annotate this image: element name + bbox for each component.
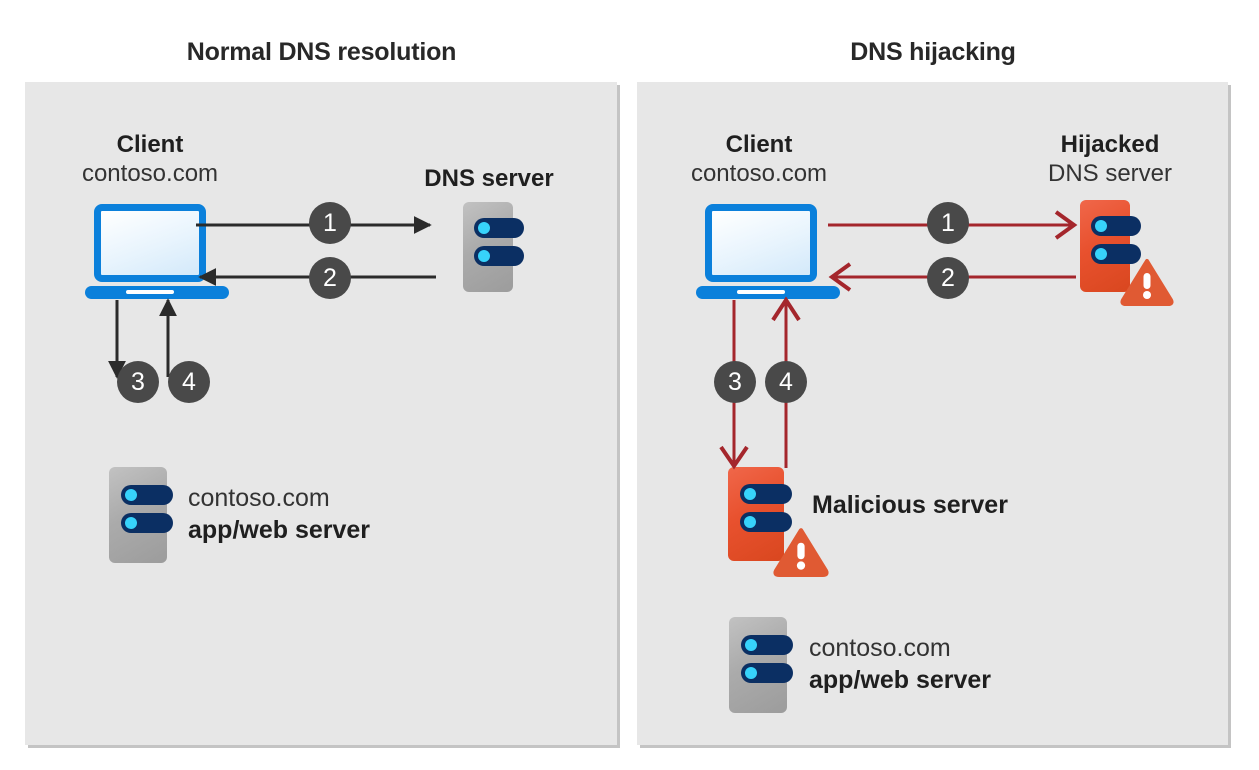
laptop-trackpad-notch: [737, 290, 785, 294]
server-drive-slot-1: [740, 484, 792, 504]
server-status-dot: [1095, 220, 1107, 232]
right-hijacked-dns-server-subtitle: DNS server: [1047, 160, 1173, 188]
right-step-badge-4: 4: [765, 361, 807, 403]
server-status-dot: [125, 517, 137, 529]
left-app-web-server-role: app/web server: [188, 516, 371, 544]
right-malicious-server-label: Malicious server: [812, 491, 1008, 519]
right-hijacked-dns-server-label: Hijacked DNS server: [1048, 130, 1172, 189]
server-drive-slot-1: [1091, 216, 1141, 236]
right-step-badge-1: 1: [927, 202, 969, 244]
right-app-web-server-label: contoso.com app/web server: [809, 632, 991, 696]
left-dns-server-name: DNS server: [424, 165, 554, 192]
left-step-badge-4: 4: [168, 361, 210, 403]
server-status-dot: [478, 222, 490, 234]
server-status-dot: [125, 489, 137, 501]
server-status-dot: [744, 488, 756, 500]
panel-normal-dns-resolution: Client contoso.com DNS server: [25, 82, 617, 745]
right-malicious-server-icon: [728, 467, 829, 577]
right-hijacked-dns-server-icon: [1080, 200, 1174, 306]
server-status-dot: [745, 639, 757, 651]
left-client-label: Client contoso.com: [82, 130, 218, 189]
laptop-trackpad-notch: [126, 290, 174, 294]
right-hijacked-dns-server-name: Hijacked: [1060, 131, 1160, 158]
left-step-badge-1: 1: [309, 202, 351, 244]
server-status-dot: [1095, 248, 1107, 260]
right-client-laptop-icon: [696, 204, 840, 300]
right-step-badge-3: 3: [714, 361, 756, 403]
left-dns-server-icon: [463, 202, 524, 292]
left-dns-server-label: DNS server: [424, 164, 553, 193]
server-drive-slot-2: [741, 663, 793, 683]
right-app-web-server-role: app/web server: [809, 666, 992, 694]
panel-dns-hijacking: Client contoso.com Hijacked DNS server: [637, 82, 1228, 745]
left-app-web-server-domain: contoso.com: [188, 484, 330, 512]
right-step-badge-2: 2: [927, 257, 969, 299]
left-client-domain: contoso.com: [81, 160, 219, 188]
panel-title-dns-hijacking: DNS hijacking: [850, 38, 1016, 66]
right-client-domain: contoso.com: [690, 160, 828, 188]
server-drive-slot-2: [121, 513, 173, 533]
server-drive-slot-2: [474, 246, 524, 266]
server-drive-slot-1: [741, 635, 793, 655]
server-drive-slot-1: [474, 218, 524, 238]
server-drive-slot-2: [740, 512, 792, 532]
server-status-dot: [478, 250, 490, 262]
laptop-screen: [94, 204, 206, 282]
left-app-web-server-icon: [109, 467, 173, 563]
server-drive-slot-1: [121, 485, 173, 505]
left-client-laptop-icon: [85, 204, 229, 300]
left-step-badge-3: 3: [117, 361, 159, 403]
left-app-web-server-label: contoso.com app/web server: [188, 482, 370, 546]
right-app-web-server-icon: [729, 617, 793, 713]
server-status-dot: [745, 667, 757, 679]
laptop-screen: [705, 204, 817, 282]
server-status-dot: [744, 516, 756, 528]
right-client-label: Client contoso.com: [691, 130, 827, 189]
left-client-name: Client: [116, 131, 184, 158]
left-step-badge-2: 2: [309, 257, 351, 299]
right-client-name: Client: [725, 131, 793, 158]
right-app-web-server-domain: contoso.com: [809, 634, 951, 662]
panel-title-normal-dns-resolution: Normal DNS resolution: [186, 38, 457, 66]
server-drive-slot-2: [1091, 244, 1141, 264]
